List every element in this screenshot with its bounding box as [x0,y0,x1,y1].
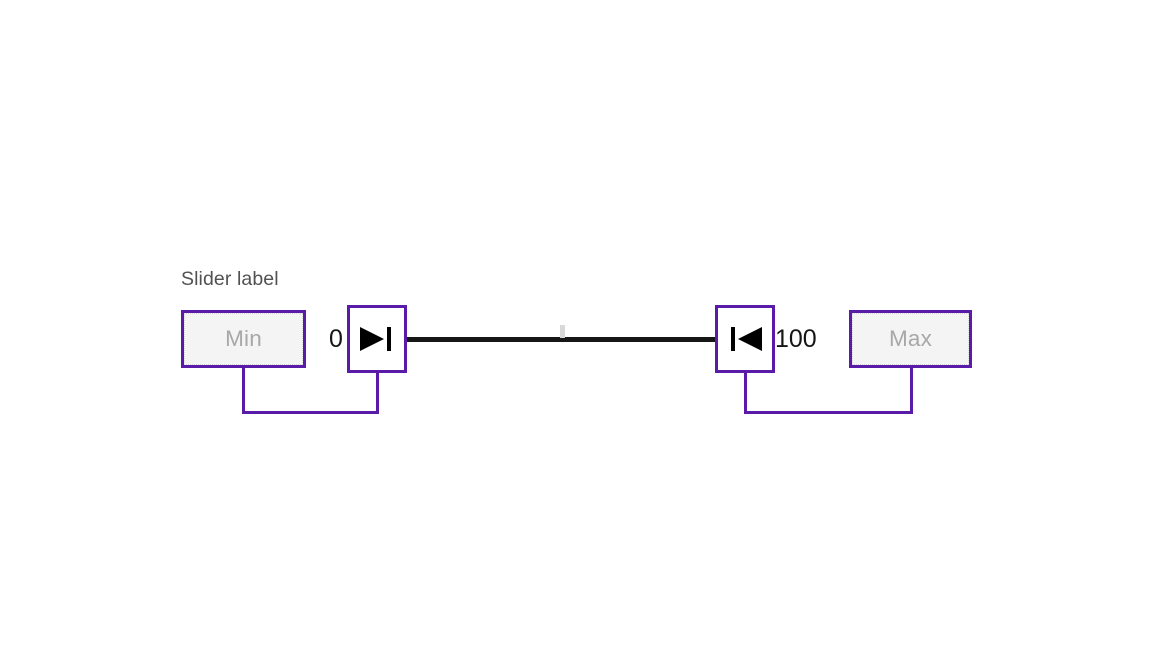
max-input-connector-bracket [744,366,913,414]
skip-back-icon [718,308,772,370]
min-value-input[interactable]: Min [184,313,303,365]
slider-left-handle[interactable] [347,305,407,373]
slider-label: Slider label [181,268,279,290]
min-input-connector-bracket [242,366,379,414]
min-input-placeholder: Min [225,326,262,351]
max-value-input[interactable]: Max [852,313,969,365]
skip-forward-icon [350,308,404,370]
slider-track[interactable] [377,337,719,342]
slider-min-value-label: 0 [329,325,343,353]
slider-max-value-label: 100 [775,325,817,353]
slider-right-handle[interactable] [715,305,775,373]
max-input-placeholder: Max [888,326,933,351]
center-tick-mark-icon [560,325,565,338]
